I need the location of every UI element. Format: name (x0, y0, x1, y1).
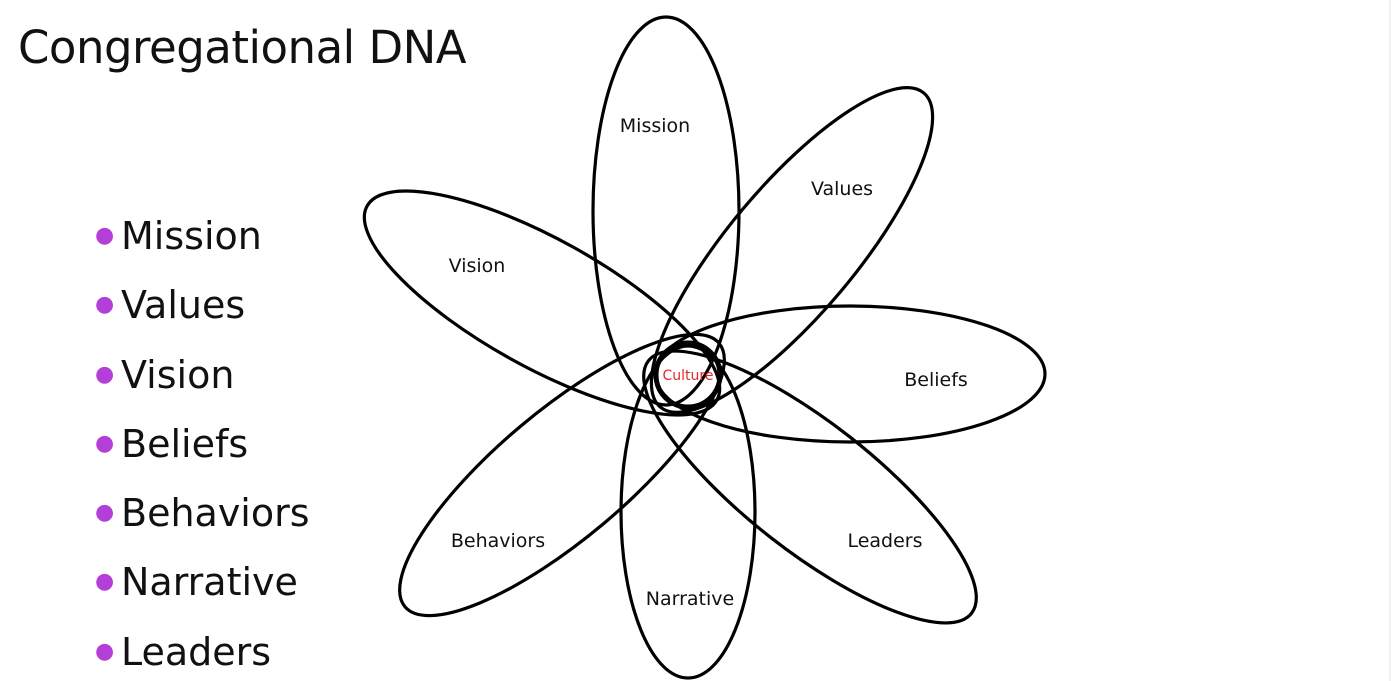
bullet-item: ●Leaders (95, 629, 310, 675)
culture-circle (653, 340, 723, 410)
bullet-item: ●Beliefs (95, 421, 310, 492)
bullet-text: Values (121, 283, 246, 328)
bullet-text: Narrative (121, 560, 298, 605)
label-narrative: Narrative (646, 588, 734, 610)
bullet-item: ●Vision (95, 352, 310, 423)
label-leaders: Leaders (847, 530, 922, 552)
bullet-icon: ● (95, 500, 115, 526)
petal-mission (591, 15, 741, 407)
bullet-icon: ● (95, 569, 115, 595)
label-behaviors: Behaviors (451, 530, 545, 552)
bullet-icon: ● (95, 430, 115, 456)
bullet-icon: ● (95, 638, 115, 664)
bullet-text: Behaviors (121, 491, 310, 536)
bullet-item: ●Mission (95, 214, 310, 284)
bullet-icon: ● (95, 223, 115, 248)
label-values: Values (811, 178, 873, 200)
bullet-item: ●Narrative (95, 561, 310, 630)
label-vision: Vision (449, 255, 506, 277)
bullet-text: Vision (121, 352, 235, 397)
bullet-list: ●Mission ●Values ●Vision ●Beliefs ●Behav… (95, 214, 310, 675)
bullet-text: Mission (121, 214, 262, 258)
bullet-text: Beliefs (121, 421, 249, 466)
bullet-item: ●Values (95, 284, 310, 353)
bullet-icon: ● (95, 292, 115, 318)
bullet-icon: ● (95, 361, 115, 387)
label-culture: Culture (663, 368, 714, 384)
petal-behaviors (398, 332, 726, 618)
slide-edge (1389, 0, 1391, 681)
bullet-item: ●Behaviors (95, 491, 310, 561)
petal-narrative (619, 344, 757, 680)
bullet-text: Leaders (121, 629, 272, 674)
label-mission: Mission (620, 115, 690, 137)
slide-title: Congregational DNA (18, 21, 467, 74)
petal-leaders (642, 349, 978, 625)
label-beliefs: Beliefs (904, 369, 968, 391)
petal-beliefs (653, 304, 1047, 444)
petal-values (649, 86, 935, 414)
